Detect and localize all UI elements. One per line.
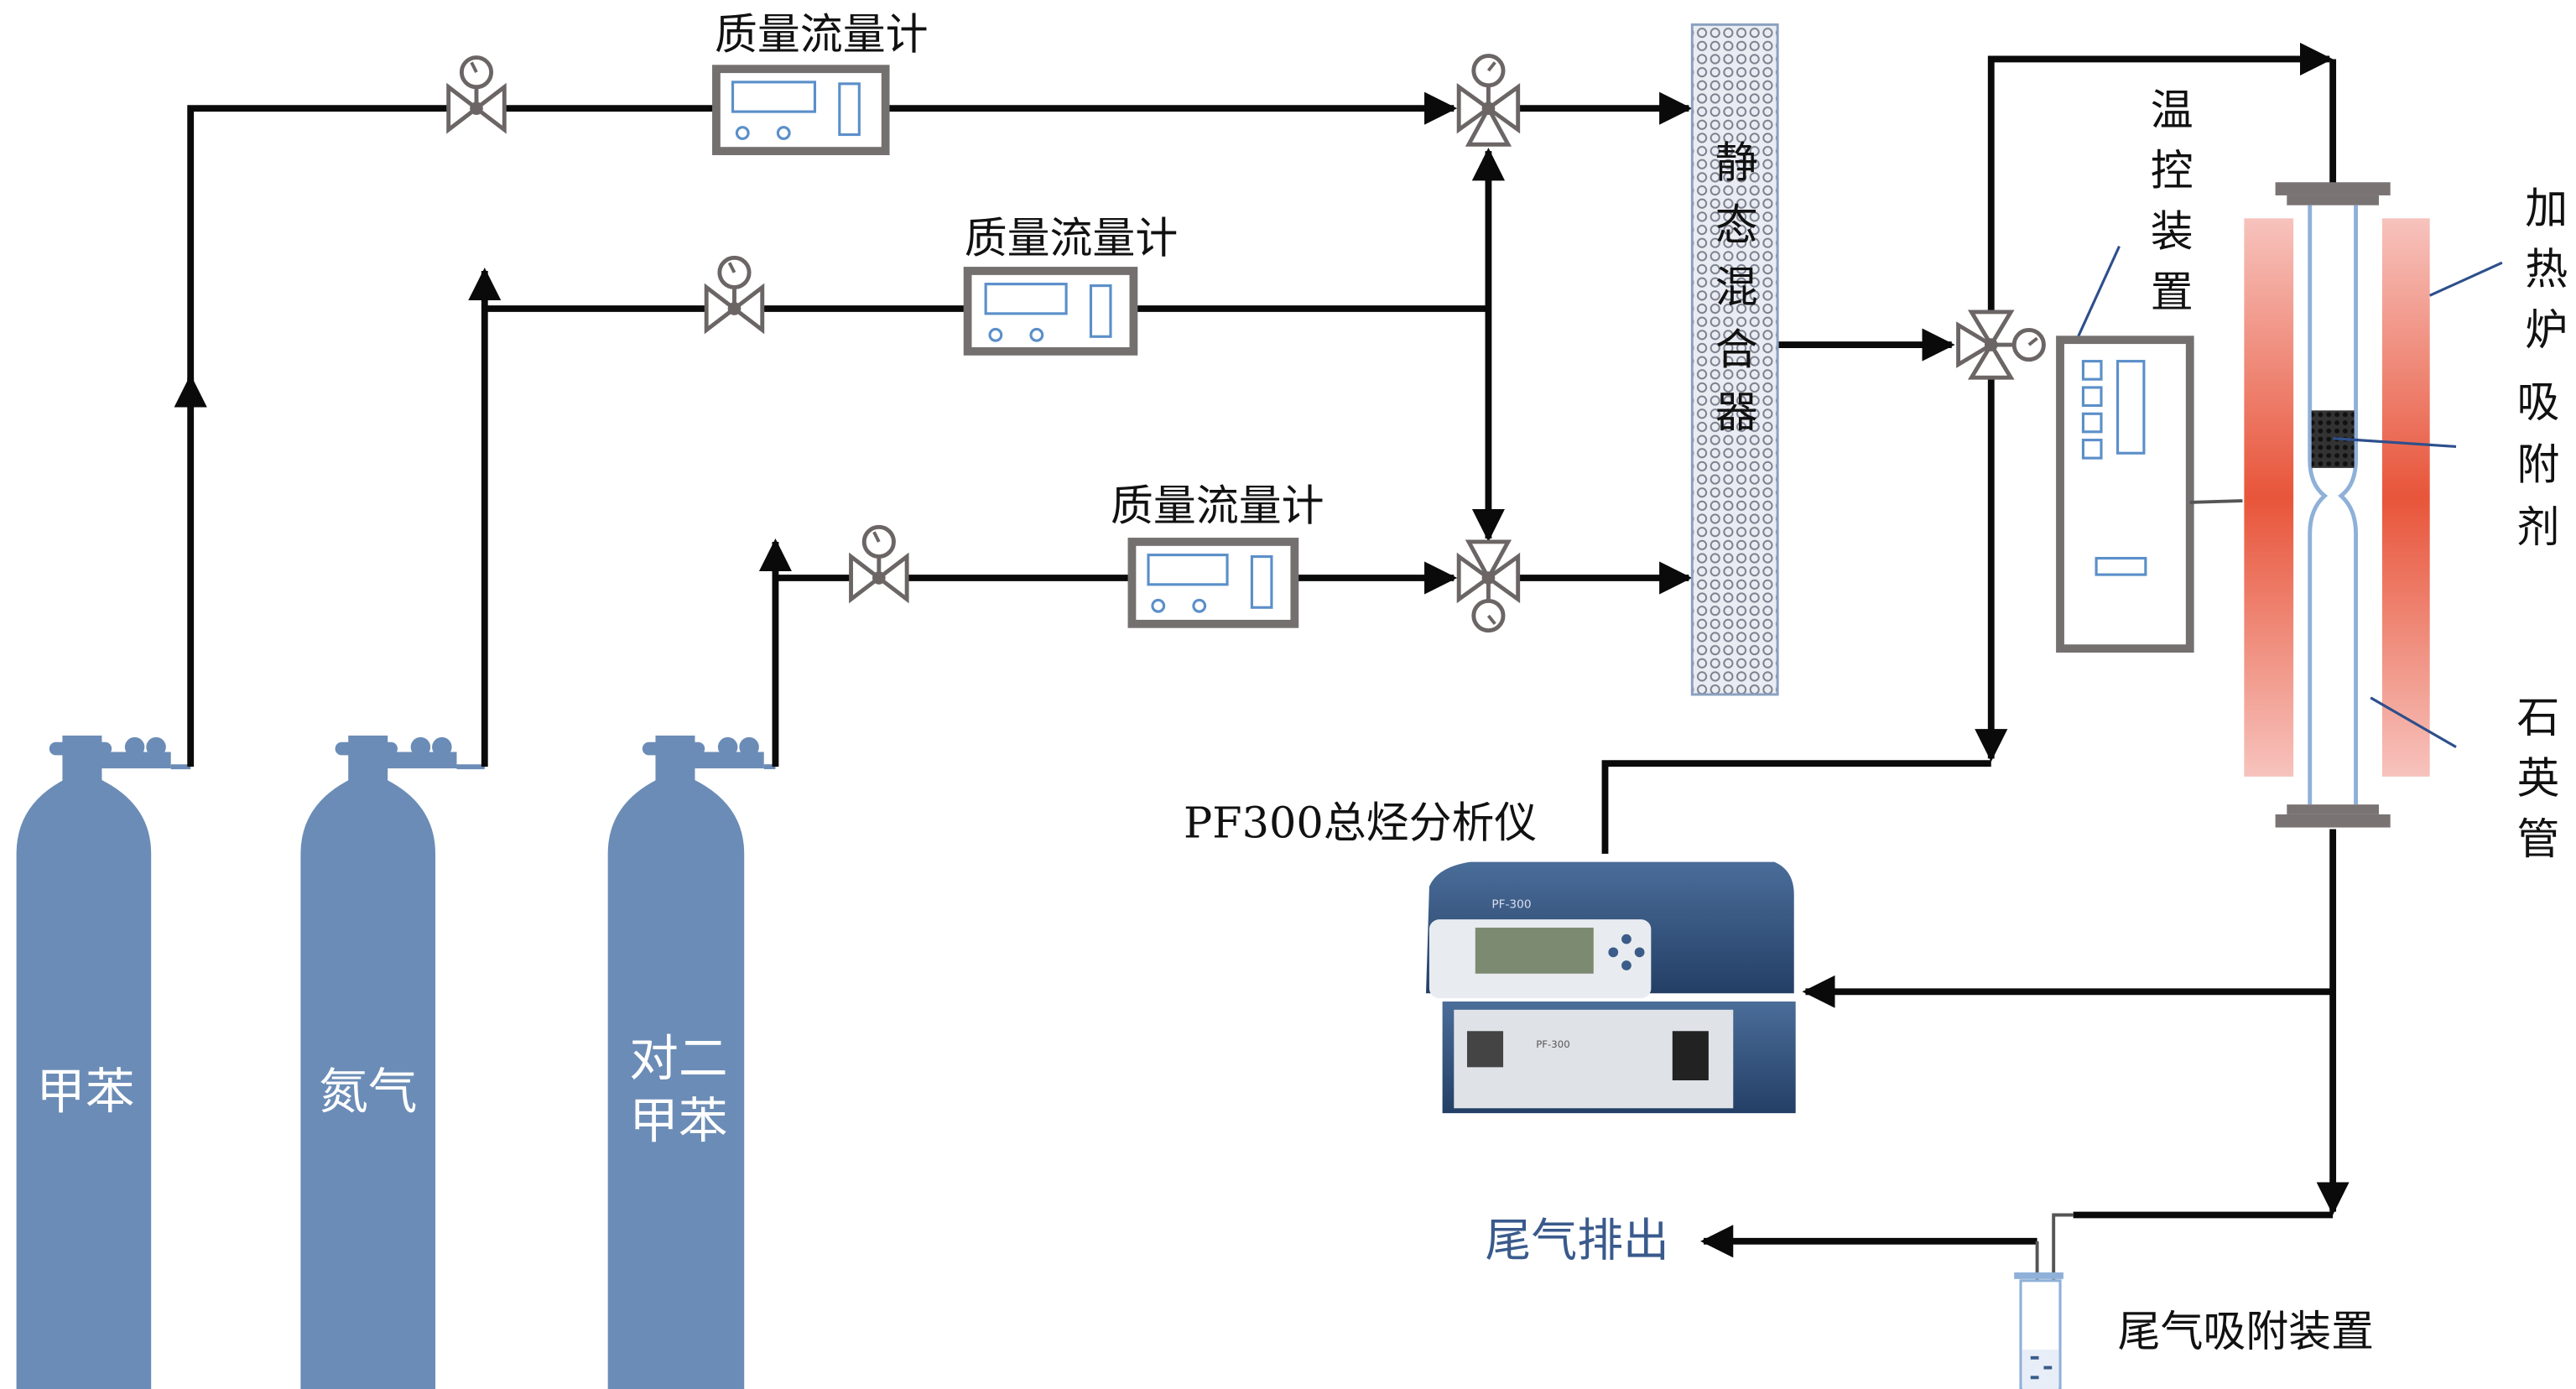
mass-flowmeter-2: 质量流量计 xyxy=(963,214,1179,356)
mixer-label-char-3: 混 xyxy=(1715,263,1758,313)
three-way-valve-bottom[interactable] xyxy=(1456,539,1521,633)
adsorbent-leader xyxy=(2333,437,2457,448)
cylinder-label-p-xylene-1: 对二 xyxy=(629,1029,727,1087)
tail-gas-adsorber: 尾气吸附装置 xyxy=(2014,1213,2374,1389)
furnace-leader xyxy=(2429,261,2503,297)
adsorber-label: 尾气吸附装置 xyxy=(2118,1308,2374,1357)
quartz-char-1: 石 xyxy=(2516,694,2559,743)
needle-valve-2[interactable] xyxy=(704,255,765,335)
adsorbent-bed: 吸 附 剂 xyxy=(2311,378,2559,553)
analyzer-top-text: PF-300 xyxy=(1491,897,1531,911)
mixer-label-char-5: 器 xyxy=(1715,388,1758,438)
three-way-valve-outlet[interactable] xyxy=(1956,310,2046,380)
mixer-label-char-2: 态 xyxy=(1715,201,1758,251)
pipe-to-reactor xyxy=(1987,42,2334,315)
temp-ctrl-char-3: 装 xyxy=(2151,208,2194,258)
mass-flowmeter-3: 质量流量计 xyxy=(1111,482,1324,628)
cylinder-label-p-xylene-2: 甲苯 xyxy=(629,1092,727,1150)
adsorbent-char-2: 附 xyxy=(2516,441,2559,491)
mass-flowmeter-1: 质量流量计 xyxy=(712,11,929,155)
furnace-char-1: 加 xyxy=(2525,185,2568,234)
static-mixer: 静 态 混 合 器 xyxy=(1690,23,1779,696)
adsorbent-char-1: 吸 xyxy=(2516,378,2559,428)
quartz-leader xyxy=(2370,696,2457,748)
cylinder-label-toluene: 甲苯 xyxy=(36,1062,134,1120)
three-way-valve-top[interactable] xyxy=(1456,54,1521,147)
quartz-char-3: 管 xyxy=(2516,815,2559,865)
quartz-char-2: 英 xyxy=(2516,754,2559,804)
pipe-bypass-to-analyzer xyxy=(1601,760,1991,854)
thermocouple-wire xyxy=(2189,499,2243,504)
temp-ctrl-char-1: 温 xyxy=(2151,86,2194,136)
quartz-tube: 石 英 管 xyxy=(2275,182,2559,865)
analyzer-bottom-text: PF-300 xyxy=(1536,1038,1569,1050)
cylinder-p-xylene: 对二 甲苯 xyxy=(607,735,776,1389)
adsorbent-char-3: 剂 xyxy=(2516,503,2559,553)
pipes xyxy=(174,42,2350,1258)
temp-ctrl-char-2: 控 xyxy=(2151,147,2194,196)
temp-ctrl-char-4: 置 xyxy=(2151,268,2194,318)
heating-furnace: 加 热 炉 xyxy=(2244,185,2568,777)
cylinder-label-nitrogen: 氮气 xyxy=(319,1062,417,1120)
furnace-char-2: 热 xyxy=(2525,246,2568,295)
mixer-label-char-4: 合 xyxy=(1715,326,1758,376)
pf300-analyzer: PF300总烃分析仪 PF-300 PF-300 xyxy=(1184,799,1796,1114)
flowmeter-label-2: 质量流量计 xyxy=(965,214,1179,263)
needle-valve-1[interactable] xyxy=(446,55,507,134)
flowmeter-label-3: 质量流量计 xyxy=(1111,482,1324,532)
cylinder-toluene: 甲苯 xyxy=(16,735,191,1389)
exhaust-label: 尾气排出 xyxy=(1486,1213,1669,1267)
cylinder-nitrogen: 氮气 xyxy=(300,735,485,1389)
pipe-toluene-top xyxy=(187,105,449,382)
needle-valve-3[interactable] xyxy=(849,524,909,604)
temp-ctrl-leader xyxy=(2077,245,2121,337)
temperature-controller: 温 控 装 置 xyxy=(2056,86,2243,653)
furnace-char-3: 炉 xyxy=(2525,306,2568,356)
analyzer-label: PF300总烃分析仪 xyxy=(1184,799,1537,848)
flowmeter-label-1: 质量流量计 xyxy=(715,11,929,60)
mixer-label-char-1: 静 xyxy=(1715,138,1758,188)
